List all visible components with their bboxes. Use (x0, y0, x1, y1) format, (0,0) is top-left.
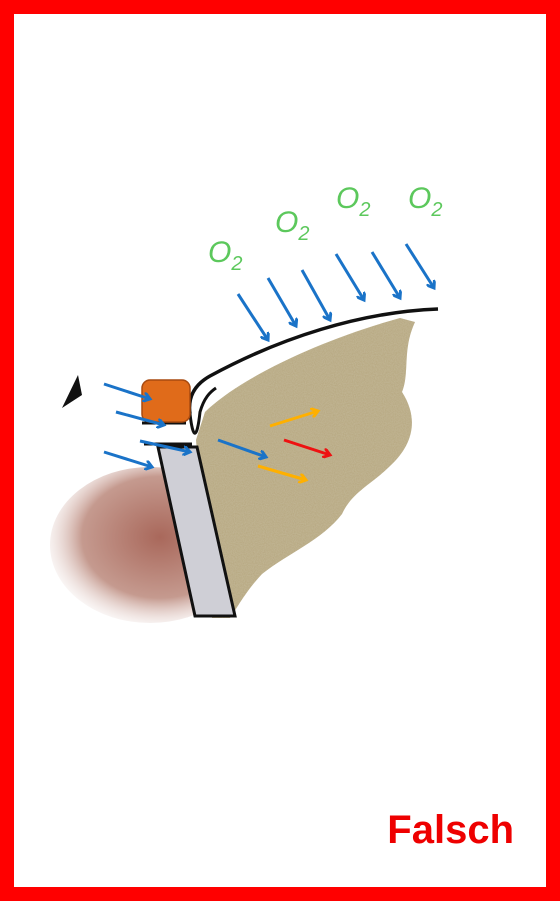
dark-edge (62, 375, 82, 408)
verdict-label: Falsch (387, 808, 514, 853)
food-block (142, 380, 190, 422)
oxygen-arrow-icon (104, 452, 152, 467)
oxygen-arrow-icon (238, 294, 268, 340)
oxygen-arrow-icon (372, 252, 400, 298)
o2-label-4: O2 (408, 182, 442, 221)
o2-label-1: O2 (208, 236, 242, 275)
o2-label-2: O2 (275, 206, 309, 245)
o2-label-3: O2 (336, 182, 370, 221)
oxygen-arrow-icon (406, 244, 434, 288)
oxygen-arrow-icon (336, 254, 364, 300)
oxygen-arrow-icon (268, 278, 296, 326)
material-region (196, 318, 415, 618)
oxygen-arrow-icon (302, 270, 330, 320)
